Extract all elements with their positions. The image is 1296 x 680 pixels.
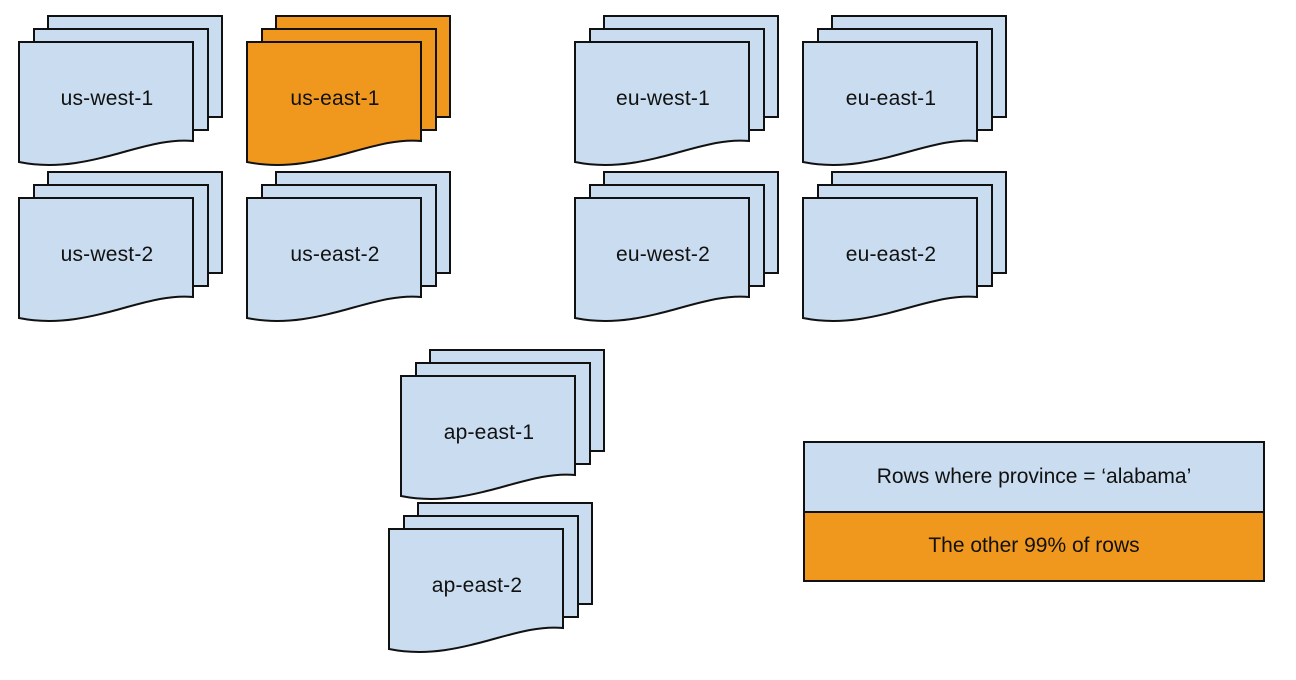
- document-stack-icon: [246, 15, 451, 166]
- document-stack-icon: [574, 15, 779, 166]
- region-label: us-west-2: [60, 243, 154, 266]
- region-stack-us-west-1: us-west-1: [18, 15, 224, 173]
- region-stack-ap-east-1: ap-east-1: [400, 349, 606, 507]
- legend-item-label: Rows where province = ‘alabama’: [876, 464, 1192, 488]
- region-stack-eu-east-2: eu-east-2: [802, 171, 1008, 329]
- document-stack-icon: [18, 171, 223, 322]
- region-label: eu-west-1: [615, 87, 710, 110]
- document-stack-icon: [246, 171, 451, 322]
- document-stack-icon: [18, 15, 223, 166]
- document-stack-icon: [802, 171, 1007, 322]
- region-stack-us-west-2: us-west-2: [18, 171, 224, 329]
- region-stack-eu-east-1: eu-east-1: [802, 15, 1008, 173]
- document-stack-icon: [400, 349, 605, 500]
- region-label: us-west-1: [60, 87, 154, 110]
- region-label: eu-west-2: [615, 243, 710, 266]
- legend-item-label: The other 99% of rows: [928, 534, 1140, 558]
- region-stack-ap-east-2: ap-east-2: [388, 502, 594, 660]
- legend-item-alabama-rows: Rows where province = ‘alabama’: [805, 443, 1263, 513]
- region-label: us-east-2: [290, 243, 380, 266]
- region-label: eu-east-1: [845, 87, 937, 110]
- legend: Rows where province = ‘alabama’ The othe…: [803, 441, 1265, 582]
- document-stack-icon: [802, 15, 1007, 166]
- region-stack-us-east-1: us-east-1: [246, 15, 452, 173]
- region-stack-eu-west-2: eu-west-2: [574, 171, 780, 329]
- legend-item-other-rows: The other 99% of rows: [805, 512, 1263, 580]
- region-label: us-east-1: [290, 87, 380, 110]
- document-stack-icon: [388, 502, 593, 653]
- region-label: ap-east-2: [431, 574, 523, 597]
- region-stack-eu-west-1: eu-west-1: [574, 15, 780, 173]
- region-label: eu-east-2: [845, 243, 937, 266]
- region-stack-us-east-2: us-east-2: [246, 171, 452, 329]
- document-stack-icon: [574, 171, 779, 322]
- region-label: ap-east-1: [443, 421, 535, 444]
